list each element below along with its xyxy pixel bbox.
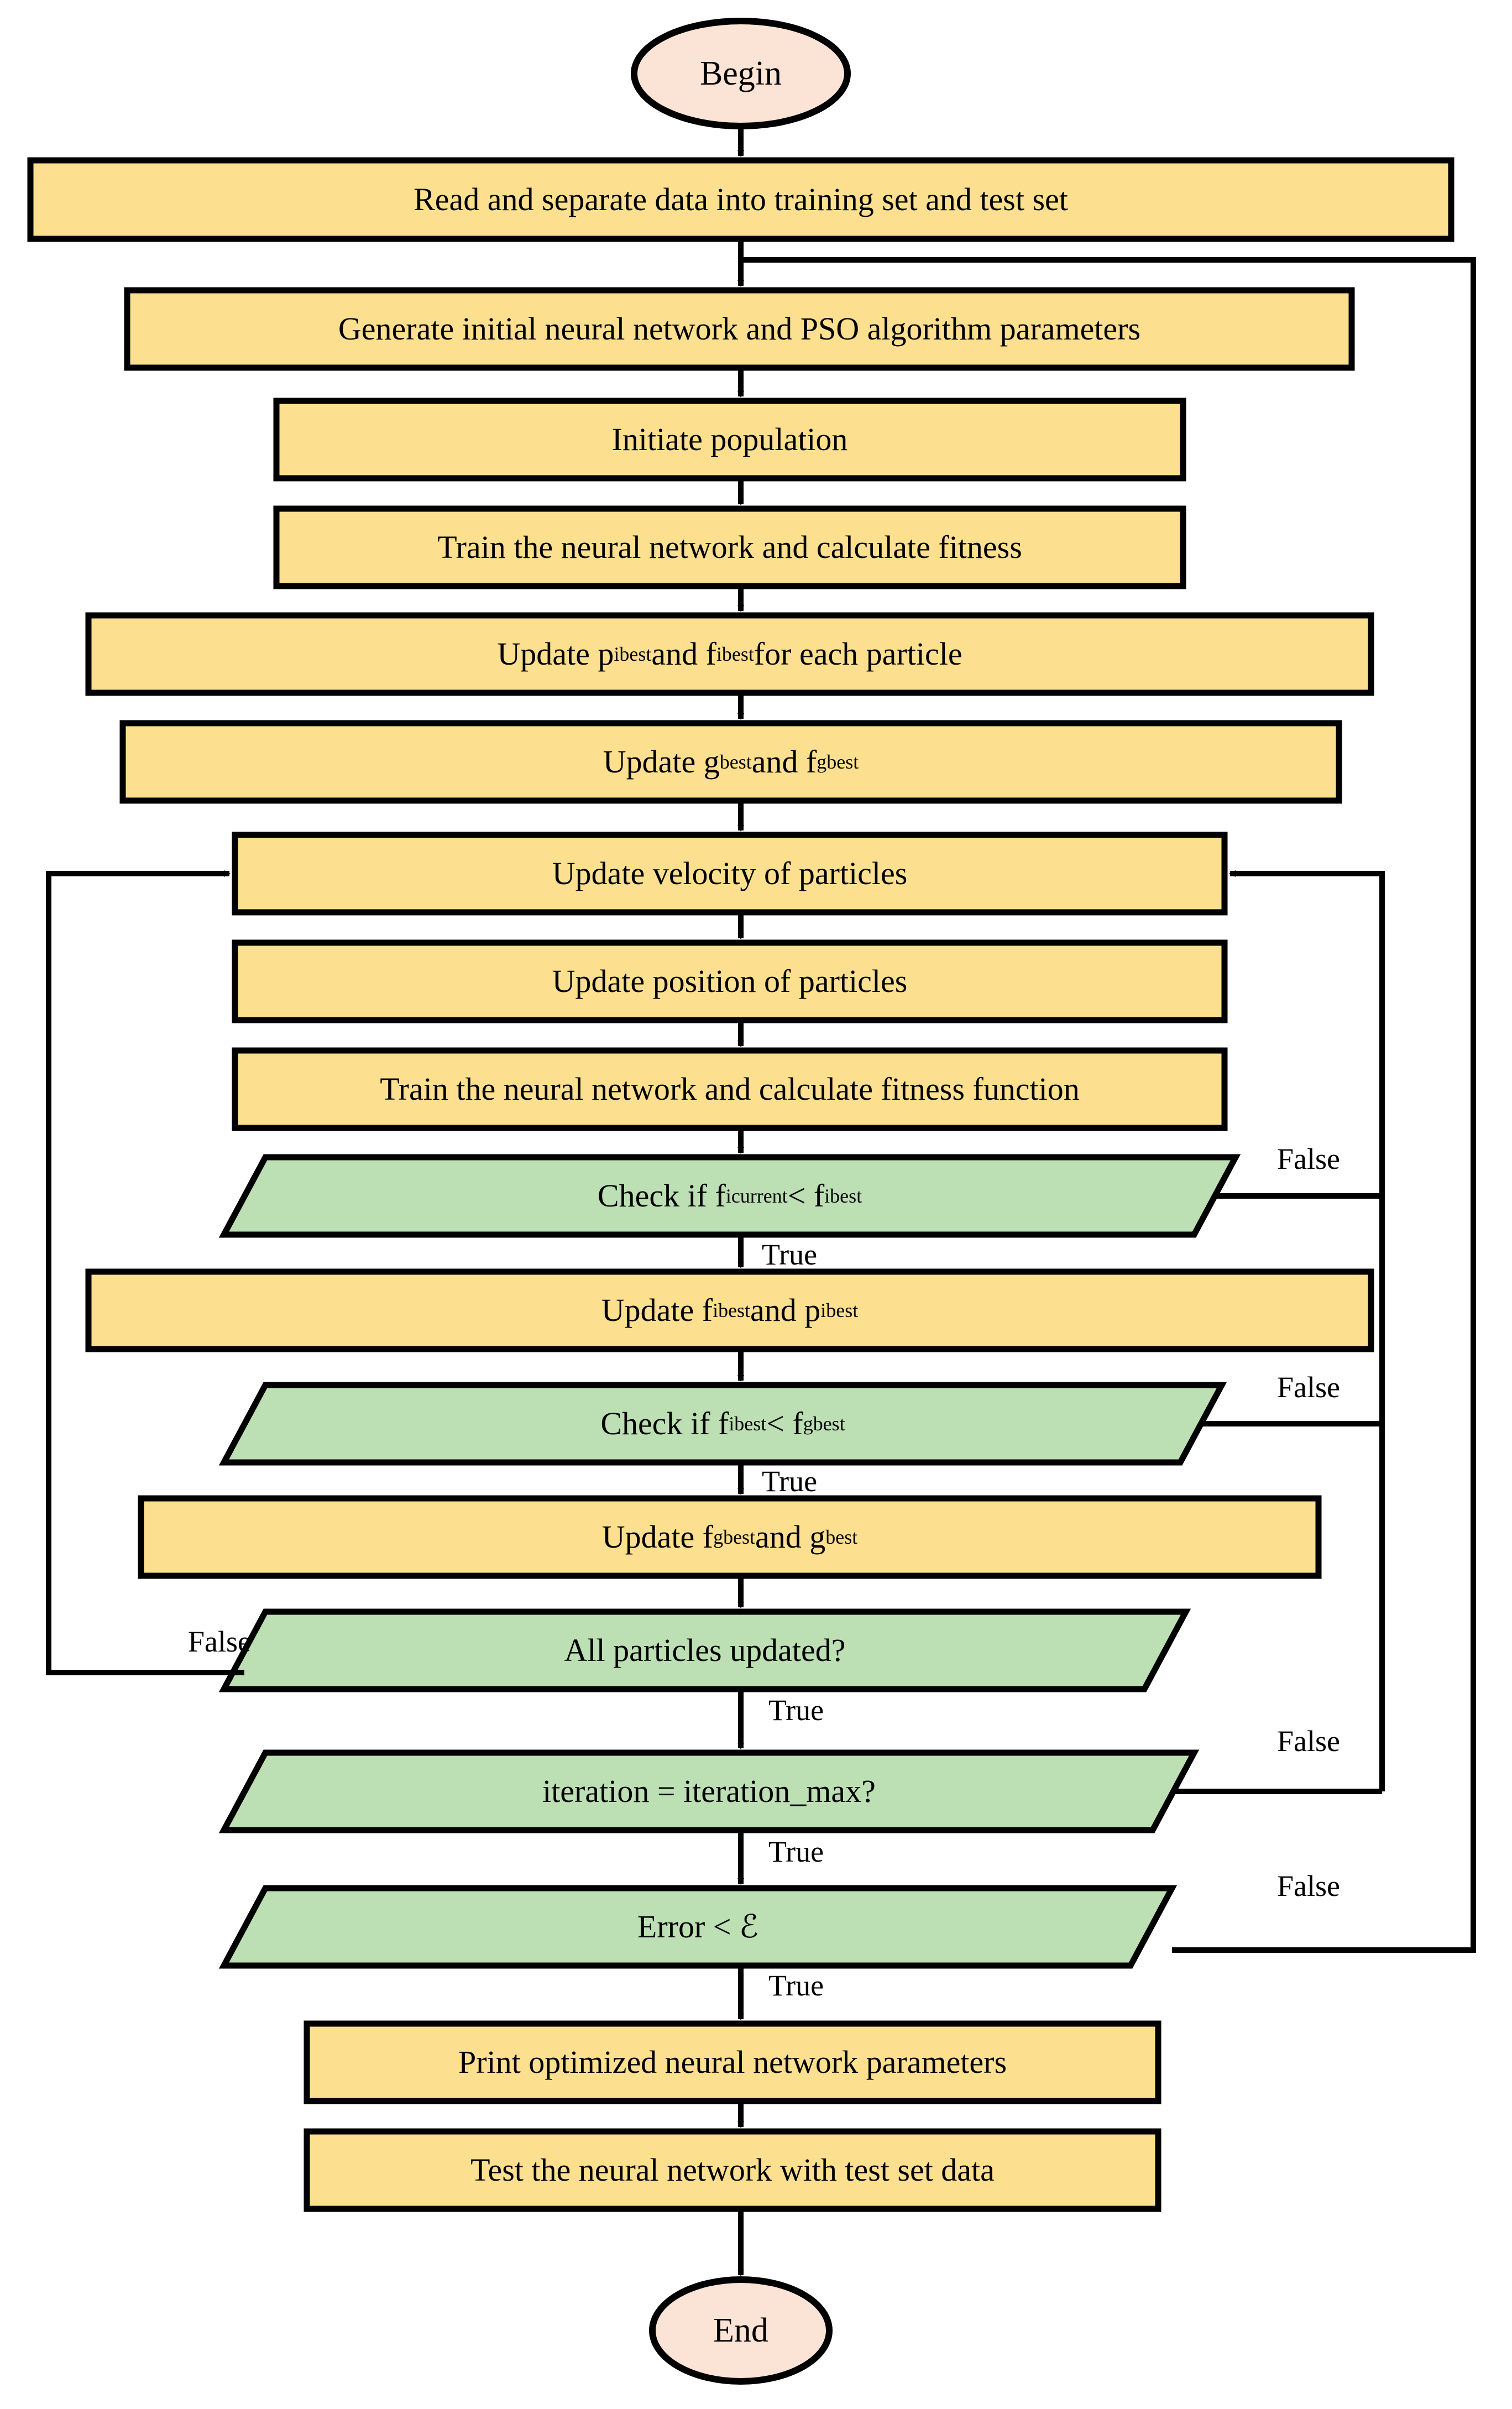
node-updatefi[interactable] <box>85 1268 1374 1352</box>
node-shapes <box>27 18 1455 2385</box>
node-position[interactable] <box>232 939 1228 1023</box>
node-generate[interactable] <box>124 287 1355 371</box>
edge-error-false-return <box>741 257 1476 1953</box>
node-updatepibest[interactable] <box>85 612 1374 696</box>
node-updatefg[interactable] <box>138 1495 1322 1579</box>
node-train2[interactable] <box>232 1047 1228 1131</box>
node-test[interactable] <box>304 2128 1162 2212</box>
node-error[interactable] <box>218 1885 1178 1969</box>
node-begin[interactable] <box>631 18 851 129</box>
node-print[interactable] <box>304 2020 1162 2104</box>
edge-allparticles-false <box>46 870 244 1675</box>
node-updategbest[interactable] <box>119 720 1342 804</box>
edge-connectors <box>46 126 1476 2276</box>
node-train1[interactable] <box>273 505 1186 589</box>
node-read[interactable] <box>27 157 1455 242</box>
node-iteration[interactable] <box>218 1749 1200 1833</box>
node-end[interactable] <box>649 2276 833 2385</box>
node-velocity[interactable] <box>232 832 1228 916</box>
node-checkcur[interactable] <box>218 1154 1241 1238</box>
node-initiate[interactable] <box>273 398 1186 482</box>
edge-inner-rail-to-velocity <box>1229 870 1385 1791</box>
node-checkfg[interactable] <box>218 1382 1227 1466</box>
node-allparticles[interactable] <box>218 1608 1191 1692</box>
